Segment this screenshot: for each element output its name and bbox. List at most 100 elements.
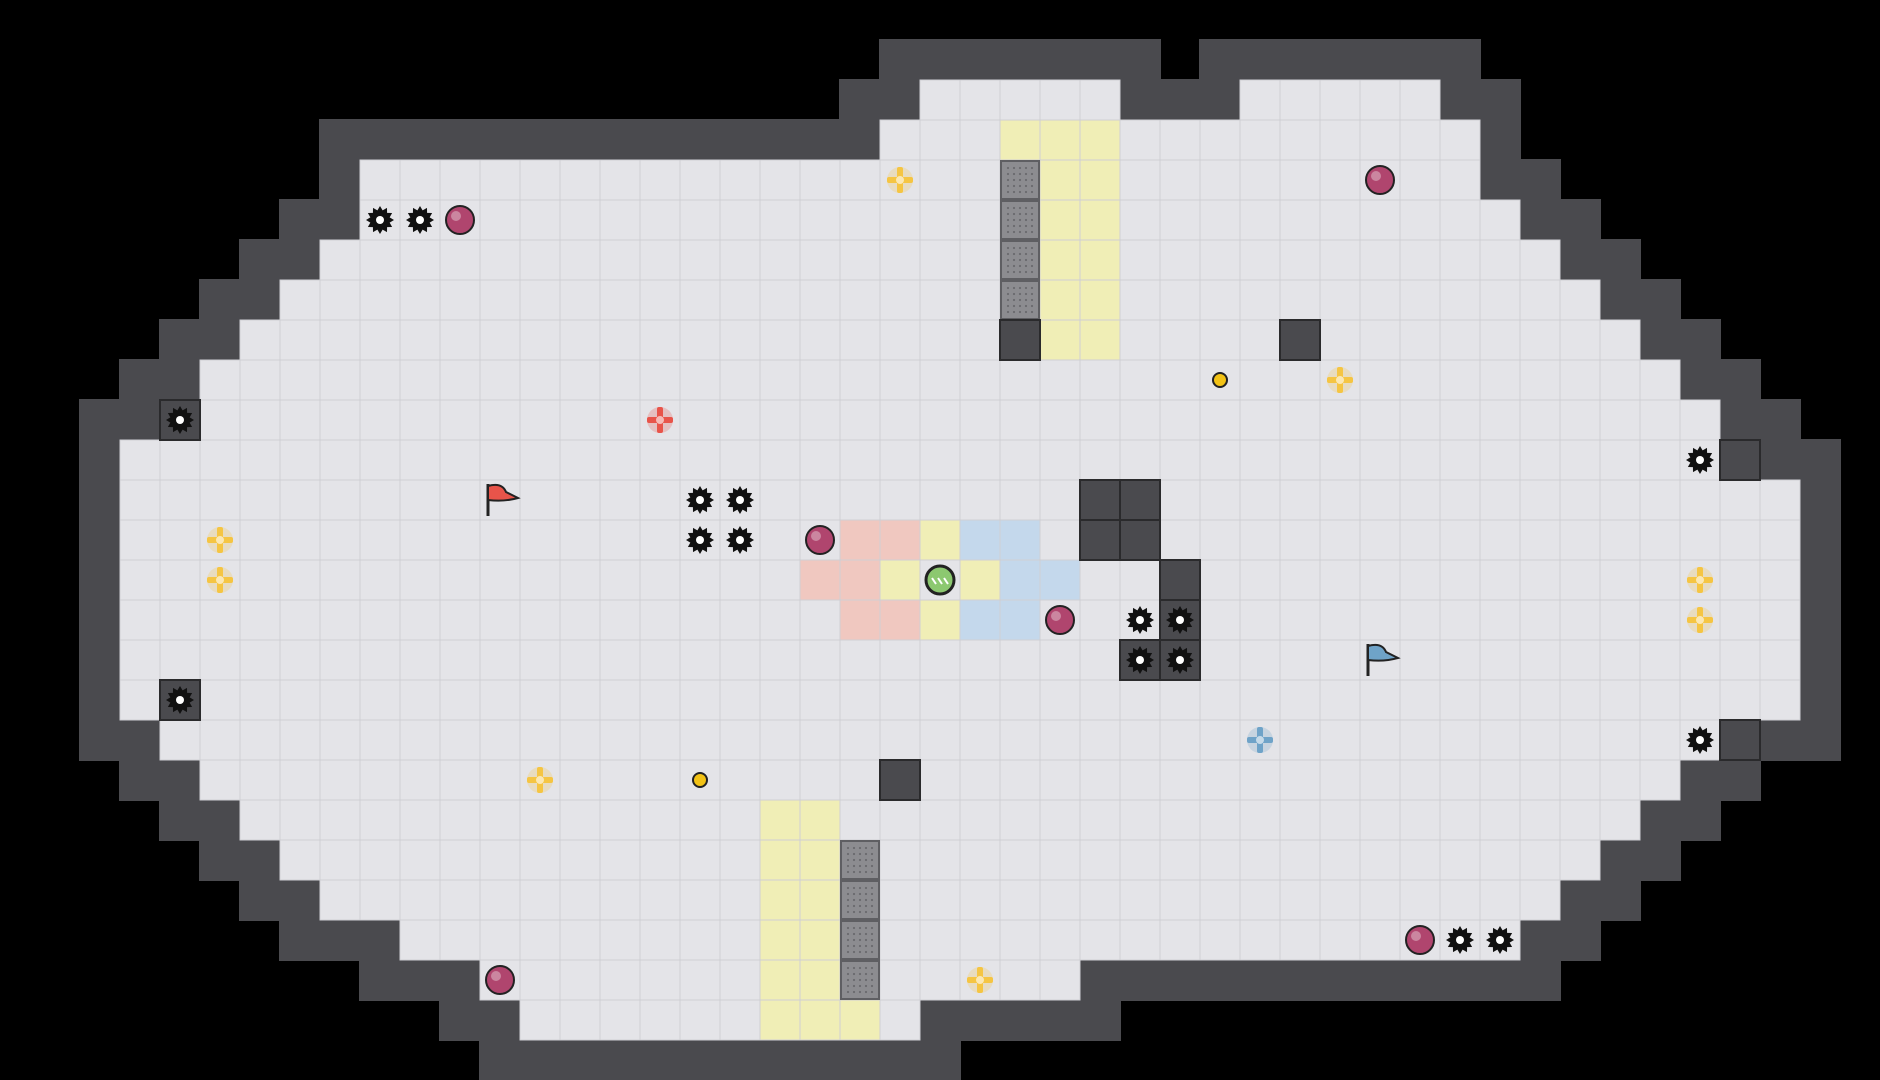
floor-tile xyxy=(959,839,1001,881)
floor-tile xyxy=(1239,879,1281,921)
gate-dot xyxy=(852,904,856,908)
gate-dot xyxy=(846,984,850,988)
spike-icon xyxy=(406,206,434,234)
gate-dot xyxy=(858,910,862,914)
floor-tile xyxy=(999,719,1041,761)
floor-tile xyxy=(639,679,681,721)
gate-dot xyxy=(858,972,862,976)
boost-icon-center xyxy=(1696,616,1704,624)
outer-wall-tile xyxy=(1719,759,1761,801)
floor-tile xyxy=(399,719,441,761)
floor-tile xyxy=(1319,879,1361,921)
yellow-zone-tile xyxy=(1040,320,1080,360)
red-boost-icon-center xyxy=(656,416,664,424)
floor-tile xyxy=(919,79,961,121)
floor-tile xyxy=(479,519,521,561)
gate-dot xyxy=(1006,264,1010,268)
floor-tile xyxy=(559,599,601,641)
floor-tile xyxy=(839,159,881,201)
floor-tile xyxy=(1319,679,1361,721)
floor-tile xyxy=(799,599,841,641)
gate-dot xyxy=(864,870,868,874)
outer-wall-tile xyxy=(319,159,361,201)
floor-tile xyxy=(759,719,801,761)
gate-dot xyxy=(870,892,874,896)
floor-tile xyxy=(1119,199,1161,241)
floor-tile xyxy=(719,439,761,481)
outer-wall-tile xyxy=(679,119,721,161)
gate-dot xyxy=(1018,270,1022,274)
red-zone-tile xyxy=(840,520,880,560)
floor-tile xyxy=(1479,239,1521,281)
floor-tile xyxy=(1599,559,1641,601)
outer-wall-tile xyxy=(1119,79,1161,121)
floor-tile xyxy=(1319,639,1361,681)
floor-tile xyxy=(1239,679,1281,721)
floor-tile xyxy=(319,799,361,841)
yellow-zone-tile xyxy=(1080,160,1120,200)
gate-tile xyxy=(1000,280,1040,320)
outer-wall-tile xyxy=(1199,79,1241,121)
blue-zone-tile xyxy=(1000,520,1040,560)
floor-tile xyxy=(599,199,641,241)
spike-icon xyxy=(166,406,194,434)
floor-tile xyxy=(1519,879,1561,921)
floor-tile xyxy=(1319,279,1361,321)
gate-tile xyxy=(1000,160,1040,200)
floor-tile xyxy=(639,479,681,521)
floor-tile xyxy=(279,599,321,641)
outer-wall-tile xyxy=(1679,759,1721,801)
floor-tile xyxy=(1039,399,1081,441)
gate-dot xyxy=(846,932,850,936)
floor-tile xyxy=(959,319,1001,361)
floor-tile xyxy=(1239,319,1281,361)
gate-dot xyxy=(1012,246,1016,250)
floor-tile xyxy=(1519,519,1561,561)
floor-tile xyxy=(1039,79,1081,121)
floor-tile xyxy=(399,399,441,441)
floor-tile xyxy=(1519,759,1561,801)
gate-dot xyxy=(1012,184,1016,188)
gate-dot xyxy=(846,978,850,982)
floor-tile xyxy=(1279,639,1321,681)
floor-tile xyxy=(599,279,641,321)
floor-tile xyxy=(959,119,1001,161)
floor-tile xyxy=(1239,399,1281,441)
floor-tile xyxy=(1079,679,1121,721)
floor-tile xyxy=(879,199,921,241)
floor-tile xyxy=(1479,359,1521,401)
spike-icon xyxy=(686,486,714,514)
floor-tile xyxy=(879,279,921,321)
yellow-zone-tile xyxy=(960,560,1000,600)
floor-tile xyxy=(239,719,281,761)
gate-dot xyxy=(852,858,856,862)
outer-wall-tile xyxy=(239,879,281,921)
gate-dot xyxy=(864,864,868,868)
outer-wall-tile xyxy=(639,119,681,161)
outer-wall-tile xyxy=(319,119,361,161)
outer-wall-tile xyxy=(159,359,201,401)
floor-tile xyxy=(1479,399,1521,441)
outer-wall-tile xyxy=(1359,959,1401,1001)
gate-dot xyxy=(846,904,850,908)
gate-dot xyxy=(1030,246,1034,250)
floor-tile xyxy=(359,319,401,361)
floor-tile xyxy=(599,719,641,761)
gate-dot xyxy=(1030,310,1034,314)
gate-dot xyxy=(870,904,874,908)
floor-tile xyxy=(1239,839,1281,881)
floor-tile xyxy=(839,359,881,401)
floor-tile xyxy=(479,679,521,721)
outer-wall-tile xyxy=(879,79,921,121)
floor-tile xyxy=(1399,159,1441,201)
outer-wall-tile xyxy=(439,999,481,1041)
floor-tile xyxy=(639,639,681,681)
outer-wall-tile xyxy=(1599,839,1641,881)
floor-tile xyxy=(599,479,641,521)
floor-tile xyxy=(1399,559,1441,601)
floor-tile xyxy=(919,679,961,721)
gate-dot xyxy=(1012,258,1016,262)
floor-tile xyxy=(759,239,801,281)
floor-tile xyxy=(1279,119,1321,161)
yellow-zone-tile xyxy=(760,800,800,840)
